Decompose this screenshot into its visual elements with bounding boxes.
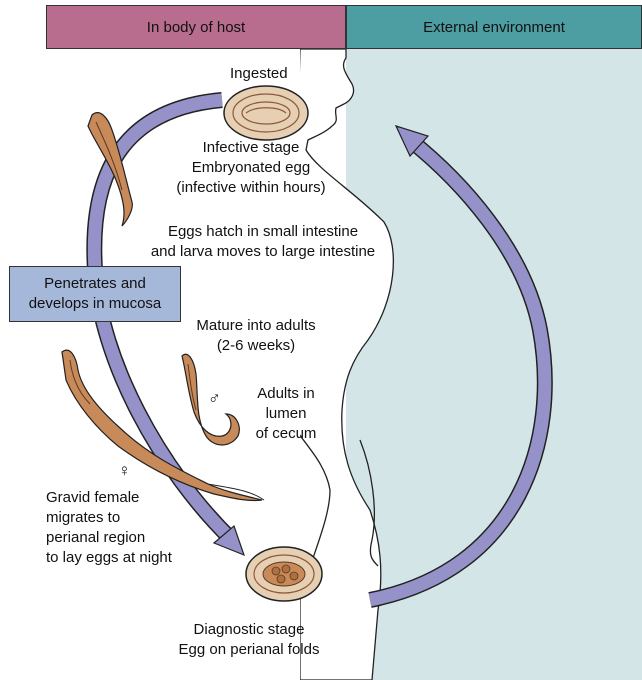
label-diagnostic-stage: Diagnostic stage Egg on perianal folds — [154, 620, 344, 660]
label-diagnostic-line-1: Diagnostic stage — [154, 620, 344, 640]
label-adults-line-1: Adults in — [246, 384, 326, 404]
label-mature-adults: Mature into adults (2-6 weeks) — [186, 316, 326, 356]
penetrates-mucosa-box: Penetrates and develops in mucosa — [9, 266, 181, 322]
label-infective-line-2: Embryonated egg — [154, 158, 348, 178]
label-gravid-line-2: migrates to — [46, 508, 172, 528]
label-gravid-line-3: perianal region — [46, 528, 172, 548]
mucosa-line-1: Penetrates and — [44, 274, 146, 294]
label-hatch-line-2: and larva moves to large intestine — [130, 242, 396, 262]
label-mature-line-2: (2-6 weeks) — [186, 336, 326, 356]
label-gravid-female: Gravid female migrates to perianal regio… — [46, 488, 172, 568]
label-adults-in-lumen: Adults in lumen of cecum — [246, 384, 326, 444]
label-adults-line-2: lumen — [246, 404, 326, 424]
label-gravid-line-1: Gravid female — [46, 488, 172, 508]
perianal-egg-icon — [246, 547, 322, 601]
label-infective-line-3: (infective within hours) — [154, 178, 348, 198]
female-symbol: ♀ — [118, 462, 131, 479]
label-hatch-line-1: Eggs hatch in small intestine — [130, 222, 396, 242]
label-mature-line-1: Mature into adults — [186, 316, 326, 336]
header-in-body-of-host: In body of host — [46, 5, 346, 49]
label-infective-stage: Infective stage Embryonated egg (infecti… — [154, 138, 348, 198]
label-ingested: Ingested — [230, 64, 288, 84]
label-adults-line-3: of cecum — [246, 424, 326, 444]
external-environment-area — [346, 49, 642, 680]
label-ingested-text: Ingested — [230, 64, 288, 84]
male-symbol: ♂ — [208, 390, 221, 407]
label-infective-line-1: Infective stage — [154, 138, 348, 158]
ingested-egg-icon — [224, 86, 308, 140]
header-external-environment: External environment — [346, 5, 642, 49]
label-gravid-line-4: to lay eggs at night — [46, 548, 172, 568]
label-diagnostic-line-2: Egg on perianal folds — [154, 640, 344, 660]
mucosa-line-2: develops in mucosa — [29, 294, 162, 314]
label-eggs-hatch: Eggs hatch in small intestine and larva … — [130, 222, 396, 262]
